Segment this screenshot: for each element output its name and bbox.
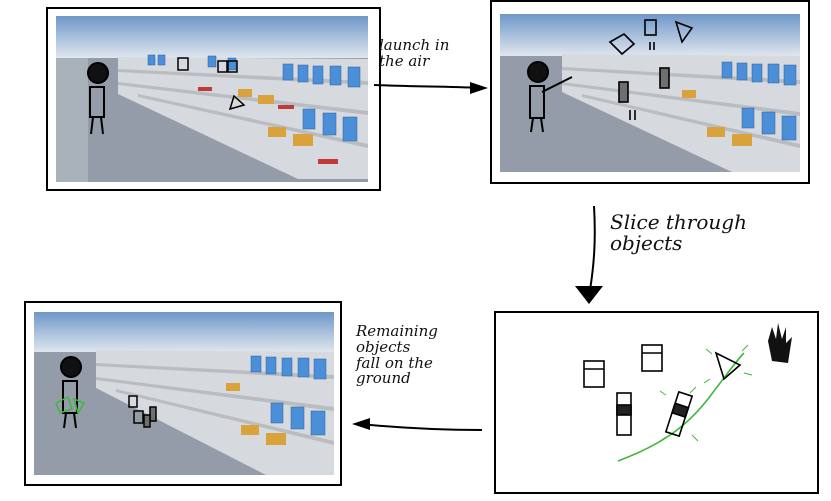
sliced-fragments (55, 395, 86, 415)
floating-objects (177, 57, 246, 111)
bottle-rows (250, 355, 327, 436)
hand-icon (768, 323, 792, 363)
slice-path (617, 352, 745, 462)
launched-objects (608, 19, 694, 120)
caption-slice: Slice through objects (610, 210, 747, 255)
caption-fall: Remaining objects fall on the ground (356, 322, 438, 388)
sky (56, 16, 368, 58)
arrow-fall-head (352, 418, 370, 430)
arrow-slice-head (575, 286, 603, 304)
stick-figure (527, 61, 573, 133)
panel-slice (494, 311, 819, 494)
arrow-fall (359, 423, 483, 431)
scene-aisle-2 (500, 14, 800, 172)
panel-launch-before (46, 7, 381, 191)
scene-aisle-3 (34, 312, 334, 475)
slice-sparks (659, 344, 753, 442)
shelf-labels (198, 87, 338, 164)
arrow-launch (373, 84, 481, 89)
sky (34, 312, 334, 352)
boxes (682, 90, 752, 146)
boxes (226, 383, 286, 445)
bottle-rows (721, 61, 797, 141)
caption-launch: launch in the air (379, 36, 450, 70)
fallen-objects (128, 395, 157, 428)
arrow-slice (589, 205, 596, 291)
slice-sketch (583, 323, 792, 462)
panel-fall (24, 301, 342, 486)
scene-aisle-1 (56, 16, 368, 182)
floating-objects (583, 344, 742, 438)
boxes (238, 89, 313, 146)
bottle-rows (147, 54, 361, 142)
stick-figure (87, 62, 109, 135)
stick-figure (60, 356, 82, 429)
panel-launch-after (490, 0, 810, 184)
arrow-launch-head (470, 82, 488, 94)
